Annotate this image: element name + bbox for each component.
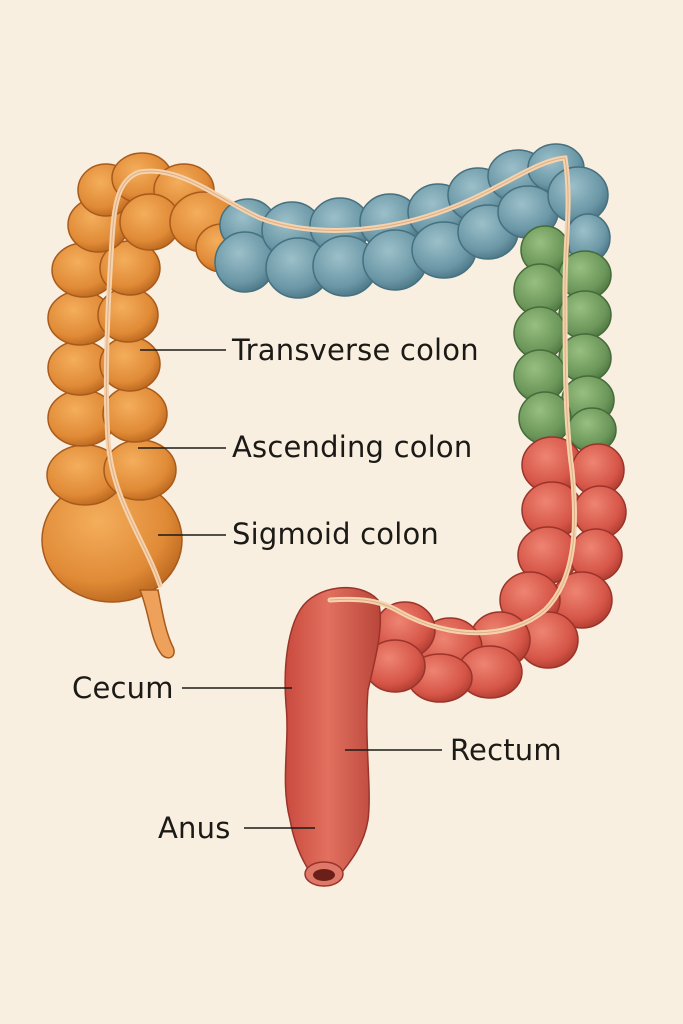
label-ascending-colon: Ascending colon — [232, 430, 473, 464]
label-transverse-colon: Transverse colon — [232, 333, 479, 367]
appendix — [138, 589, 175, 659]
rectum — [284, 587, 382, 873]
sigmoid-colon-segment — [364, 436, 627, 703]
leader-lines — [138, 349, 442, 829]
ascending-colon-segment — [41, 152, 249, 603]
label-anus: Anus — [158, 811, 231, 845]
label-cecum: Cecum — [72, 671, 174, 705]
label-sigmoid-colon: Sigmoid colon — [232, 517, 440, 551]
label-rectum: Rectum — [450, 733, 562, 767]
